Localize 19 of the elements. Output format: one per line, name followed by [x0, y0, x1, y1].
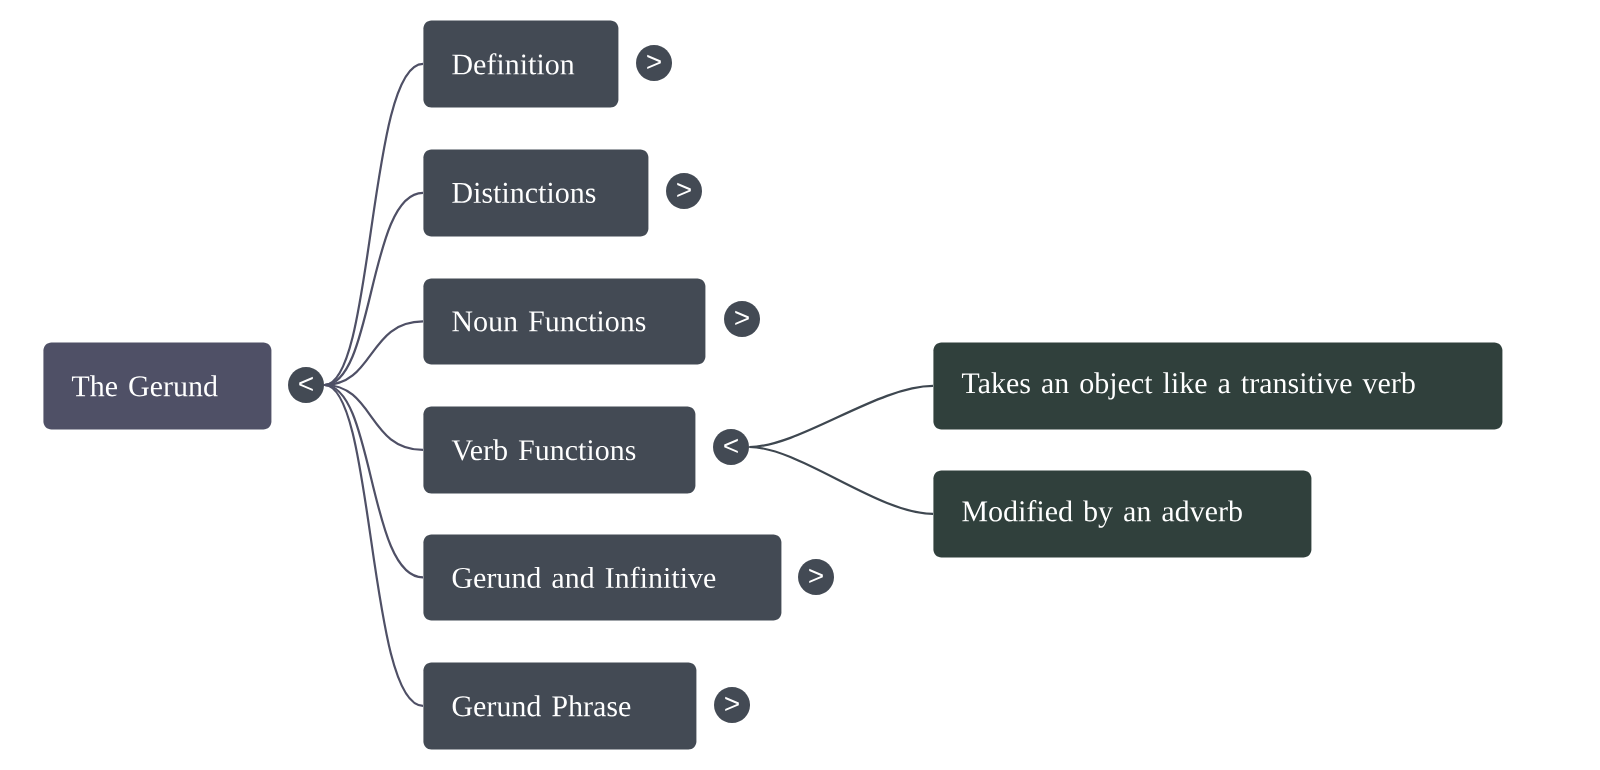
collapse-toggle: > [714, 687, 750, 723]
topic-box: Gerund and Infinitive [423, 534, 782, 621]
connector-line [323, 384, 424, 707]
topic-box: Distinctions [423, 149, 649, 237]
collapse-toggle: > [798, 559, 834, 595]
collapse-toggle: > [724, 301, 760, 337]
collapse-toggle: > [636, 45, 672, 81]
subtopic-box: Takes an object like a transitive verb [933, 342, 1503, 430]
topic-box: Noun Functions [423, 278, 706, 365]
collapse-toggle: < [288, 367, 324, 403]
root-topic-box: The Gerund [43, 342, 272, 430]
collapse-toggle: > [666, 173, 702, 209]
collapse-toggle: < [713, 429, 749, 465]
subtopic-box: Modified by an adverb [933, 470, 1312, 558]
topic-box: Gerund Phrase [423, 662, 697, 750]
topic-box: Definition [423, 20, 619, 108]
connector-line [323, 62, 424, 386]
topic-box: Verb Functions [423, 406, 696, 494]
connector-line [749, 445, 934, 515]
